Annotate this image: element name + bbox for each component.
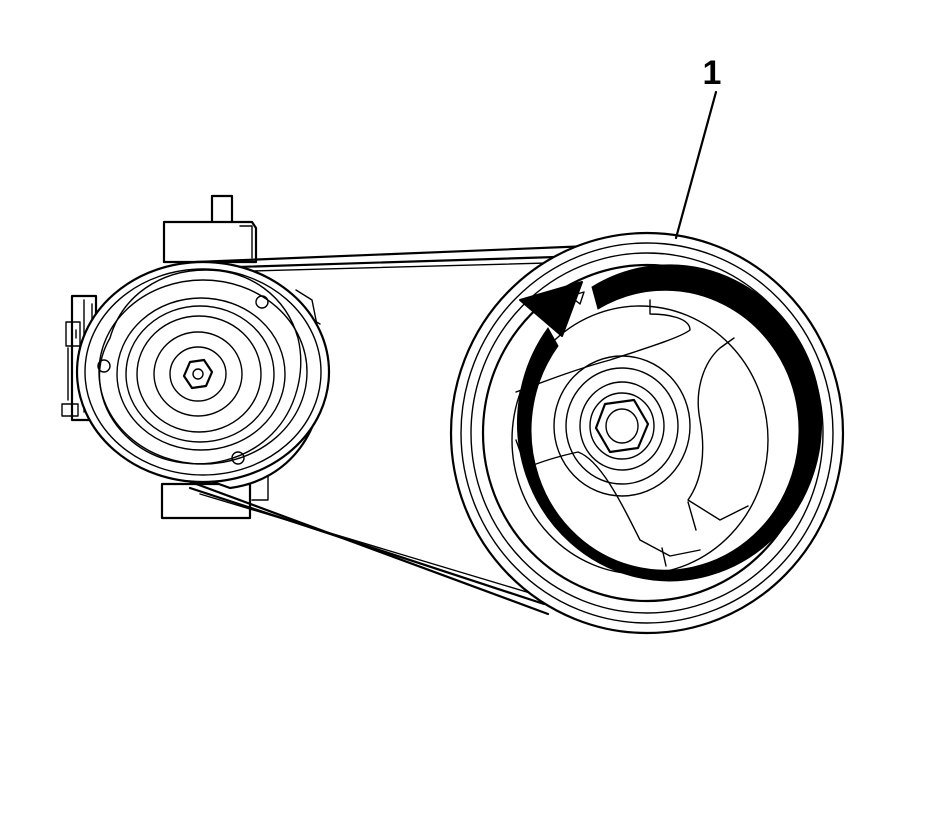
drive-belt [178, 244, 592, 616]
compressor-clutch-pulley [75, 260, 331, 484]
callout-1-leader [674, 90, 718, 240]
rotation-direction-arrow [517, 264, 823, 582]
callout-1: 1 [674, 54, 722, 240]
large-drive-pulley [449, 231, 845, 635]
callout-1-label: 1 [703, 54, 722, 92]
